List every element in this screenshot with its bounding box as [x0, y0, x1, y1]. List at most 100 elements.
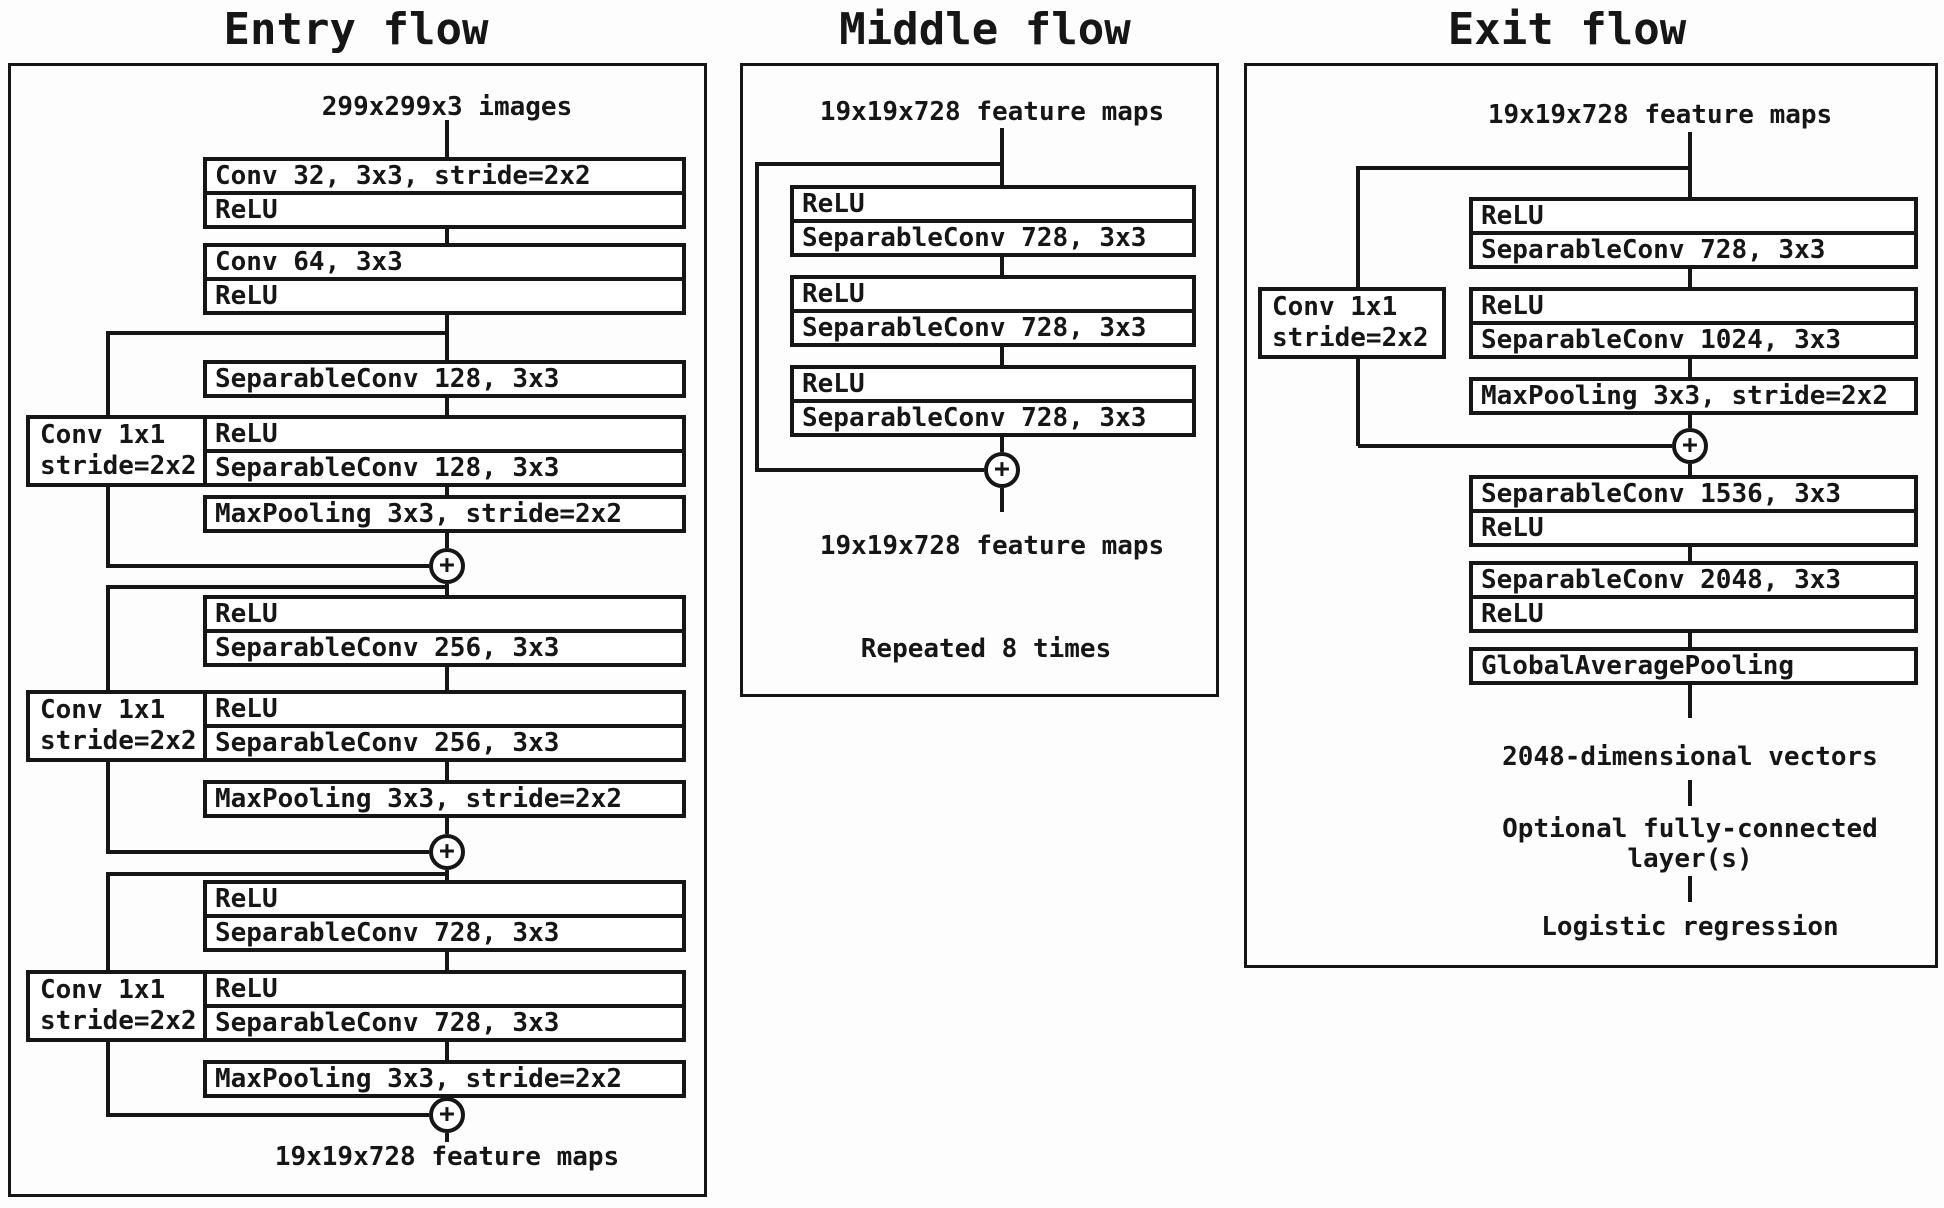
conv1x1-label-line2: stride=2x2 — [40, 1006, 197, 1036]
layer-box: MaxPooling 3x3, stride=2x2 — [203, 495, 686, 533]
layer-box: MaxPooling 3x3, stride=2x2 — [1469, 377, 1918, 415]
layer-row-sepconv128: SeparableConv 128, 3x3 — [215, 364, 560, 394]
skip-connection-line — [755, 162, 759, 472]
middle-input-label: 19x19x728 feature maps — [819, 97, 1165, 127]
connector-line — [1688, 876, 1692, 902]
layer-box: ReLU SeparableConv 728, 3x3 — [790, 185, 1196, 257]
layer-box: ReLU SeparableConv 256, 3x3 — [203, 690, 686, 762]
layer-row-relu: ReLU — [215, 419, 278, 449]
layer-row-relu: ReLU — [1481, 291, 1544, 321]
conv1x1-skip-box: Conv 1x1 stride=2x2 — [26, 690, 214, 762]
layer-row-conv64: Conv 64, 3x3 — [215, 247, 403, 277]
layer-row-relu: ReLU — [215, 974, 278, 1004]
skip-connection-line — [1358, 166, 1690, 170]
connector-line — [1688, 780, 1692, 806]
layer-box: SeparableConv 128, 3x3 — [203, 360, 686, 398]
residual-add-icon: + — [1672, 428, 1708, 464]
skip-connection-line — [1358, 444, 1672, 448]
layer-row-relu: ReLU — [802, 189, 865, 219]
skip-connection-line — [757, 468, 984, 472]
layer-row-relu: ReLU — [207, 277, 682, 311]
connector-line — [445, 398, 449, 415]
skip-connection-line — [108, 585, 449, 589]
connector-line — [1688, 633, 1692, 647]
entry-flow-container — [8, 63, 707, 1197]
layer-box: ReLU SeparableConv 728, 3x3 — [790, 275, 1196, 347]
layer-row-maxpool: MaxPooling 3x3, stride=2x2 — [215, 499, 622, 529]
layer-row-global-avg-pool: GlobalAveragePooling — [1481, 651, 1795, 681]
conv1x1-label-line2: stride=2x2 — [40, 726, 197, 756]
layer-row-sepconv728: SeparableConv 728, 3x3 — [1473, 231, 1914, 265]
layer-row-maxpool: MaxPooling 3x3, stride=2x2 — [215, 784, 622, 814]
connector-line — [445, 120, 449, 157]
layer-box: ReLU SeparableConv 728, 3x3 — [790, 365, 1196, 437]
connector-line — [445, 1042, 449, 1060]
layer-row-relu: ReLU — [802, 369, 865, 399]
skip-connection-line — [106, 585, 110, 690]
layer-row-relu: ReLU — [215, 884, 278, 914]
connector-line — [1000, 437, 1004, 452]
skip-connection-line — [106, 762, 110, 854]
connector-line — [445, 487, 449, 495]
connector-line — [1688, 359, 1692, 377]
layer-row-relu: ReLU — [802, 279, 865, 309]
layer-box: Conv 64, 3x3 ReLU — [203, 243, 686, 315]
connector-line — [1000, 488, 1004, 512]
skip-connection-line — [1356, 166, 1360, 287]
layer-row-sepconv728: SeparableConv 728, 3x3 — [794, 399, 1192, 433]
layer-row-relu: ReLU — [1473, 595, 1914, 629]
conv1x1-skip-box: Conv 1x1 stride=2x2 — [26, 415, 214, 487]
layer-row-sepconv728: SeparableConv 728, 3x3 — [207, 914, 682, 948]
middle-flow-title: Middle flow — [839, 4, 1131, 55]
exit-input-label: 19x19x728 feature maps — [1487, 100, 1833, 130]
conv1x1-label-line2: stride=2x2 — [40, 451, 197, 481]
skip-connection-line — [108, 564, 429, 568]
connector-line — [445, 229, 449, 243]
residual-add-icon: + — [429, 834, 465, 870]
connector-line — [1688, 547, 1692, 561]
entry-input-label: 299x299x3 images — [321, 92, 573, 122]
middle-repeat-note: Repeated 8 times — [860, 634, 1112, 664]
layer-row-maxpool: MaxPooling 3x3, stride=2x2 — [1481, 381, 1888, 411]
layer-row-sepconv1024: SeparableConv 1024, 3x3 — [1473, 321, 1914, 355]
layer-row-sepconv728: SeparableConv 728, 3x3 — [207, 1004, 682, 1038]
connector-line — [1000, 347, 1004, 365]
skip-connection-line — [106, 1042, 110, 1117]
layer-row-maxpool: MaxPooling 3x3, stride=2x2 — [215, 1064, 622, 1094]
layer-row-sepconv2048: SeparableConv 2048, 3x3 — [1481, 565, 1842, 595]
connector-line — [1000, 257, 1004, 275]
skip-connection-line — [108, 1113, 429, 1117]
layer-row-sepconv728: SeparableConv 728, 3x3 — [794, 219, 1192, 253]
layer-box: ReLU SeparableConv 728, 3x3 — [203, 880, 686, 952]
layer-row-sepconv128: SeparableConv 128, 3x3 — [207, 449, 682, 483]
residual-add-icon: + — [429, 1097, 465, 1133]
entry-flow-title: Entry flow — [223, 4, 489, 55]
connector-line — [1688, 415, 1692, 428]
connector-line — [445, 952, 449, 970]
conv1x1-label-line1: Conv 1x1 — [40, 695, 166, 725]
connector-line — [445, 315, 449, 360]
skip-connection-line — [106, 487, 110, 568]
conv1x1-skip-box: Conv 1x1 stride=2x2 — [1258, 287, 1446, 359]
layer-row-sepconv256: SeparableConv 256, 3x3 — [207, 629, 682, 663]
exit-optional-fc-line1: Optional fully-connected — [1502, 814, 1878, 844]
conv1x1-label-line2: stride=2x2 — [1272, 323, 1429, 353]
layer-row-relu: ReLU — [215, 694, 278, 724]
layer-box: SeparableConv 2048, 3x3 ReLU — [1469, 561, 1918, 633]
layer-row-sepconv1536: SeparableConv 1536, 3x3 — [1481, 479, 1842, 509]
layer-row-sepconv728: SeparableConv 728, 3x3 — [794, 309, 1192, 343]
connector-line — [1688, 269, 1692, 287]
layer-box: ReLU SeparableConv 256, 3x3 — [203, 595, 686, 667]
connector-line — [1000, 128, 1004, 185]
layer-box: MaxPooling 3x3, stride=2x2 — [203, 1060, 686, 1098]
connector-line — [1688, 464, 1692, 475]
exit-flow-title: Exit flow — [1447, 4, 1687, 55]
layer-row-relu: ReLU — [207, 191, 682, 225]
connector-line — [445, 533, 449, 548]
layer-box: ReLU SeparableConv 1024, 3x3 — [1469, 287, 1918, 359]
middle-output-label: 19x19x728 feature maps — [819, 531, 1165, 561]
layer-box: SeparableConv 1536, 3x3 ReLU — [1469, 475, 1918, 547]
layer-box: ReLU SeparableConv 128, 3x3 — [203, 415, 686, 487]
conv1x1-label-line1: Conv 1x1 — [1272, 292, 1398, 322]
